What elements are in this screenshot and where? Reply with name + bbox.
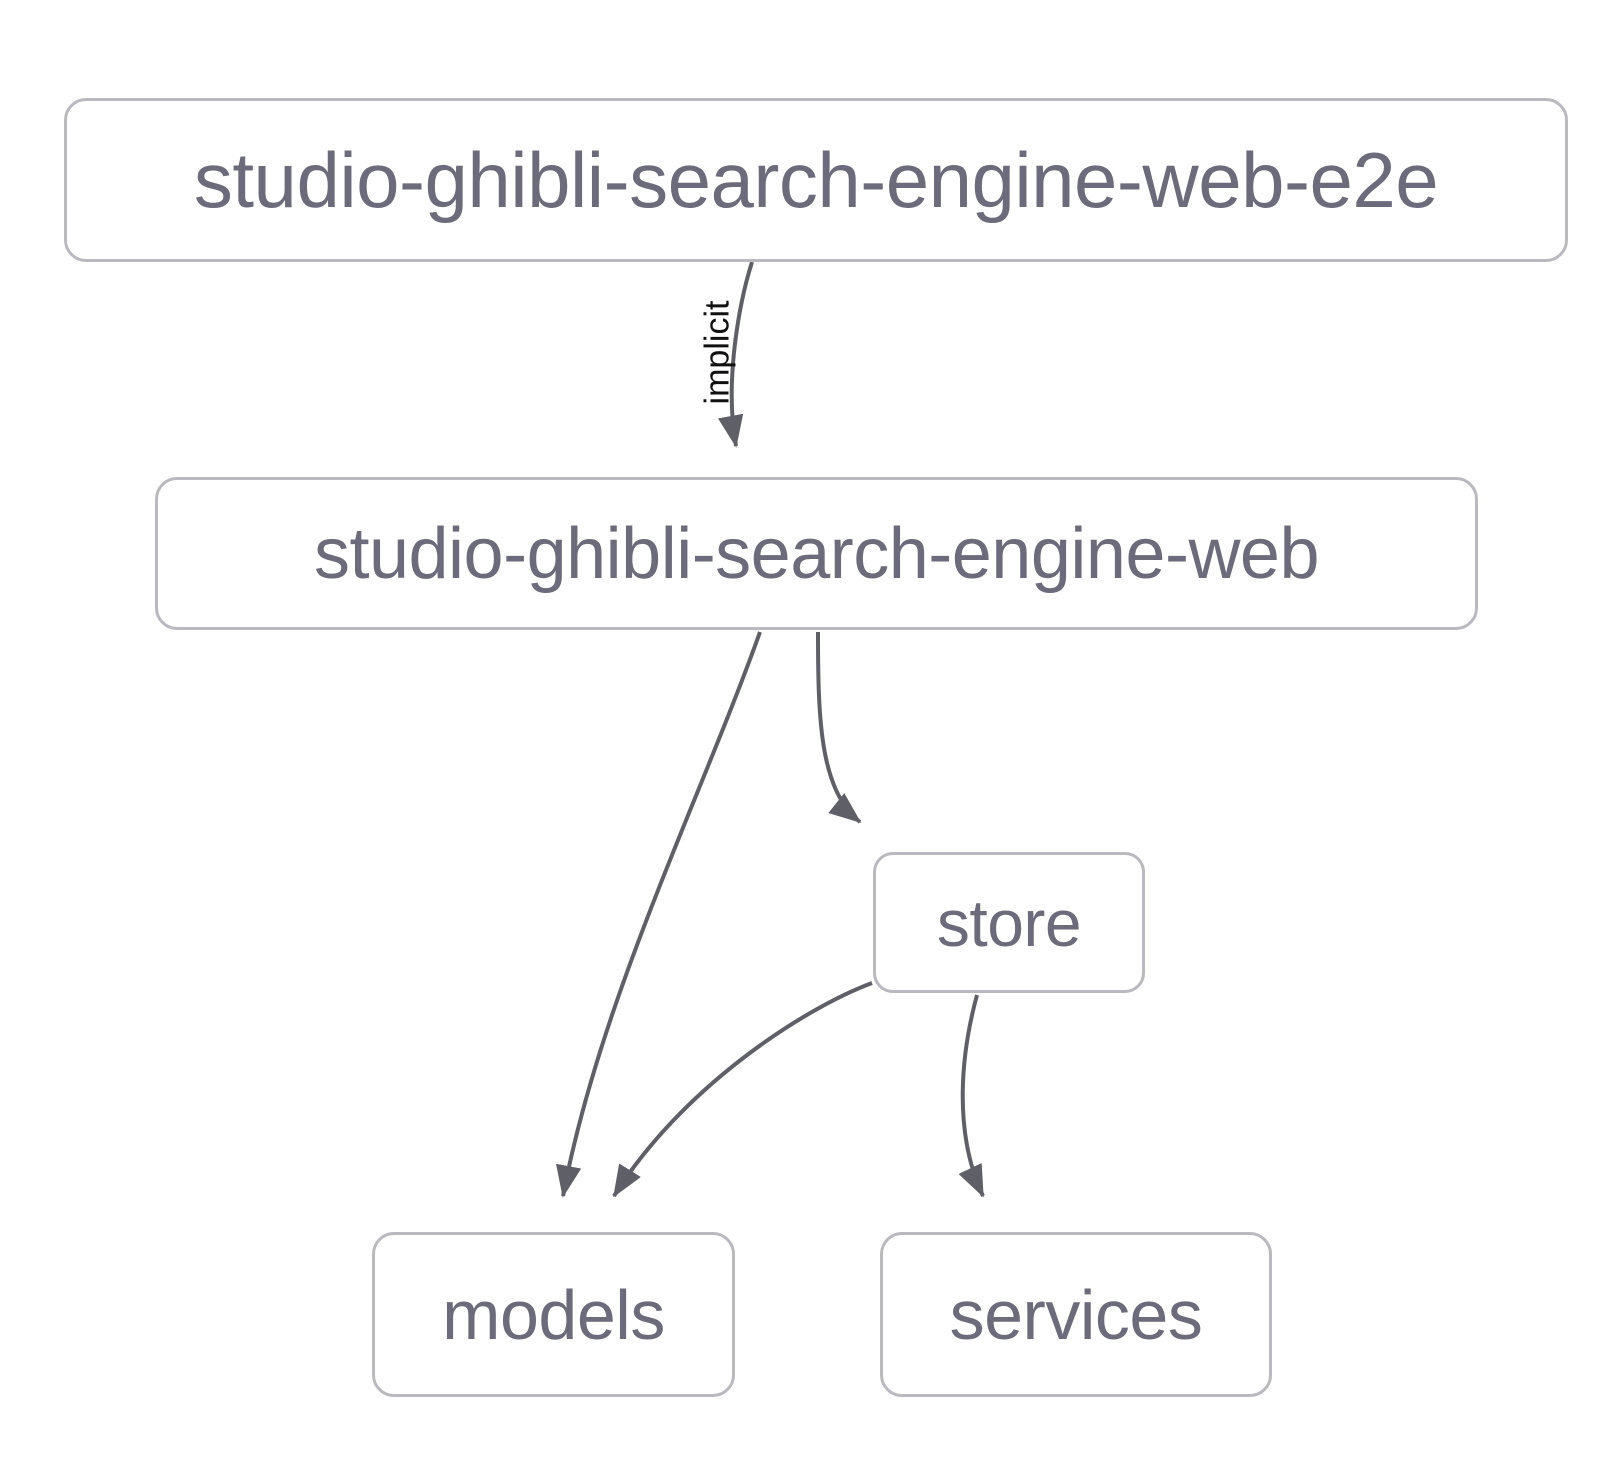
edge-label-implicit: implicit bbox=[698, 300, 737, 405]
edge-web-to-store bbox=[816, 631, 862, 824]
graph-node-services[interactable]: services bbox=[880, 1232, 1272, 1397]
graph-node-label: studio-ghibli-search-engine-web-e2e bbox=[193, 135, 1439, 224]
graph-node-label: services bbox=[949, 1275, 1203, 1354]
graph-node-label: store bbox=[936, 885, 1082, 960]
graph-node-label: studio-ghibli-search-engine-web bbox=[313, 513, 1320, 594]
graph-node-studio-ghibli-search-engine-web-e2e[interactable]: studio-ghibli-search-engine-web-e2e bbox=[64, 98, 1568, 262]
edge-web-to-models bbox=[556, 631, 762, 1198]
graph-node-label: models bbox=[442, 1275, 665, 1354]
graph-node-models[interactable]: models bbox=[372, 1232, 735, 1397]
graph-node-store[interactable]: store bbox=[873, 852, 1145, 993]
edge-store-to-models bbox=[612, 981, 873, 1198]
edge-store-to-services bbox=[958, 994, 985, 1198]
graph-node-studio-ghibli-search-engine-web[interactable]: studio-ghibli-search-engine-web bbox=[155, 477, 1478, 630]
